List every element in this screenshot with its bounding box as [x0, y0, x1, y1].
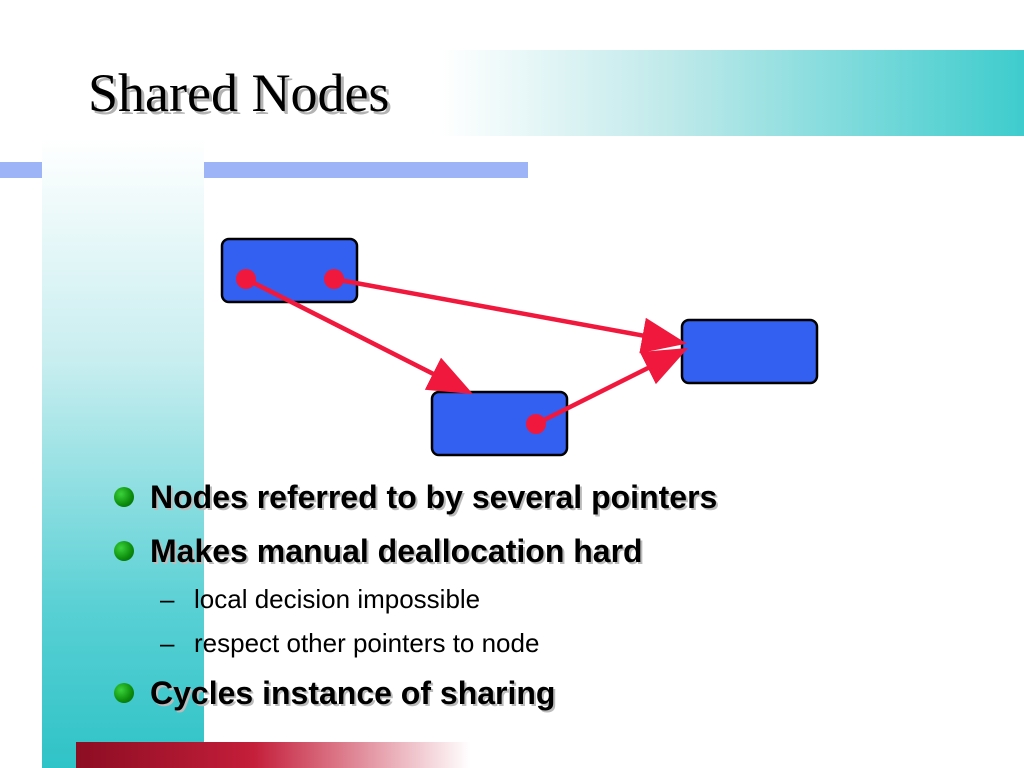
node-c [430, 390, 569, 457]
bullet-item: Makes manual deallocation hard [112, 528, 717, 582]
pointer-dot-a-left [236, 269, 256, 289]
sub-bullet-item: – local decision impossible [112, 582, 717, 626]
green-bullet-icon [114, 487, 134, 507]
bullet-item: Nodes referred to by several pointers [112, 474, 717, 528]
pointer-dot-c [526, 414, 546, 434]
bottom-accent-bar [76, 742, 470, 768]
bullet-text: Makes manual deallocation hard [150, 533, 643, 569]
slide-title: Shared Nodes [88, 63, 390, 123]
bullet-list: Nodes referred to by several pointers Ma… [112, 474, 717, 724]
green-bullet-icon [114, 683, 134, 703]
node-b [680, 318, 819, 385]
dash-marker: – [160, 584, 175, 614]
bullet-text: Nodes referred to by several pointers [150, 479, 718, 515]
sub-bullet-item: – respect other pointers to node [112, 626, 717, 670]
sub-bullet-text: local decision impossible [194, 584, 481, 614]
bullet-text: Cycles instance of sharing [150, 675, 556, 711]
green-bullet-icon [114, 541, 134, 561]
pointer-arrow-c-to-b [534, 347, 689, 427]
sub-bullet-text: respect other pointers to node [194, 628, 540, 658]
side-gradient-band [42, 138, 204, 768]
pointer-dot-a-right [324, 269, 344, 289]
pointer-arrow-a-to-b [333, 276, 687, 354]
bullet-item: Cycles instance of sharing [112, 670, 717, 724]
title-gradient-band [440, 50, 1024, 136]
dash-marker: – [160, 628, 175, 658]
pointer-arrow-a-to-c [244, 276, 474, 395]
